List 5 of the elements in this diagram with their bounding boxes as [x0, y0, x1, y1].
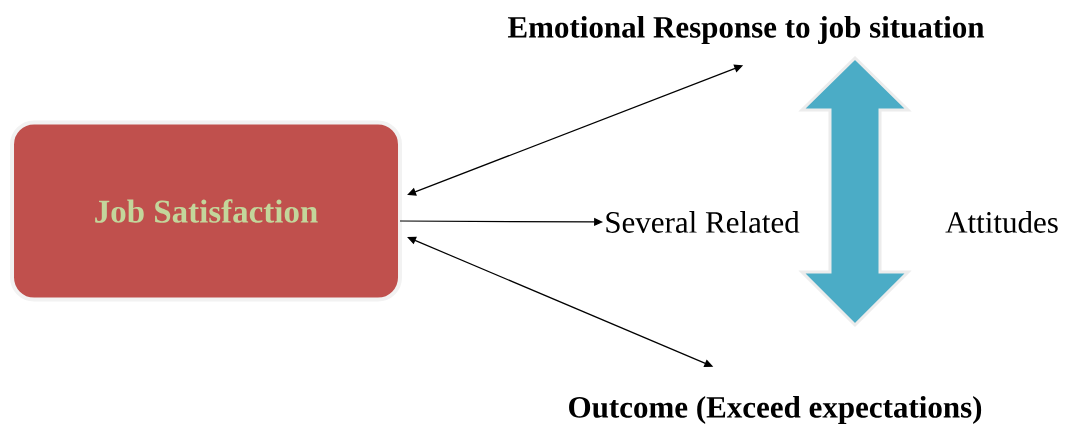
node-text: Outcome (Exceed expectations)	[569, 395, 982, 425]
process-box: Job Satisfaction	[10, 120, 402, 302]
node-text: Emotional Response to job situation	[508, 15, 985, 45]
node-text: Several Related	[606, 211, 800, 233]
label-text: Attitudes	[945, 211, 1058, 233]
